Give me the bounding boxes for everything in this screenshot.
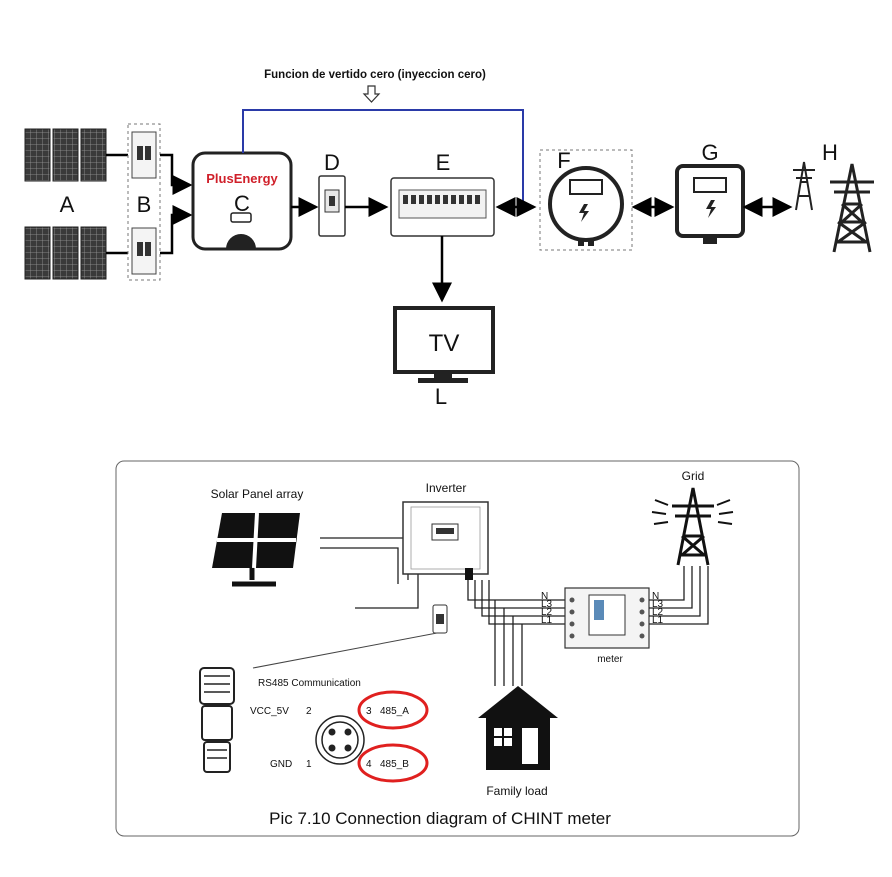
tv-device [393,306,495,383]
line-right-n: N [652,591,659,602]
line-left-l1: L1 [541,615,553,626]
line-right-l2: L2 [652,607,664,618]
pin-vcc-label: VCC_5V [250,706,289,717]
line-left-l2: L2 [541,607,553,618]
inverter-label: Inverter [426,481,467,495]
inverter-device [191,151,293,251]
distribution-board [390,177,495,237]
line-right-l1: L1 [652,615,664,626]
meter-label: meter [597,654,623,665]
line-left-n: N [541,591,548,602]
line-right-l3: L3 [652,599,664,610]
solar-panel-bottom [24,226,107,280]
chint-meter-icon [564,587,650,649]
label-c: C [234,191,250,216]
label-b: B [137,192,152,217]
rs485-label: RS485 Communication [258,678,361,689]
zero-export-line [242,109,524,207]
pin-3-label: 3 [366,706,372,717]
ac-breaker [318,175,346,237]
family-load-label: Family load [486,784,547,798]
rs485-port-icon [432,604,448,634]
pin-gnd-label: GND [270,759,292,770]
house-icon [478,686,558,770]
dc-breaker-box [127,123,161,281]
utility-meter [675,164,745,244]
label-a: A [60,192,75,217]
grid-tower-small [793,161,815,211]
down-arrow-icon [362,85,381,103]
pin-2-label: 2 [306,706,312,717]
pin-485a-label: 485_A [380,706,409,717]
highlight-485a [357,690,429,730]
inverter-icon [402,501,489,580]
solar-label: Solar Panel array [211,487,304,501]
grid-label: Grid [682,469,705,483]
tv-label: TV [429,330,460,357]
label-g: G [701,140,718,165]
grid-tower-icon [651,487,734,566]
zero-export-label: Funcion de vertido cero (inyeccion cero) [264,69,486,81]
line-left-l3: L3 [541,599,553,610]
smart-meter [539,149,633,251]
solar-panel-top [24,128,107,182]
solar-panel-icon [212,512,300,587]
label-h: H [822,140,838,165]
label-l: L [435,384,447,409]
pin-1-label: 1 [306,759,312,770]
pin-layout-icon [315,715,365,765]
highlight-485b [357,743,429,783]
label-f: F [557,148,570,173]
inverter-brand: PlusEnergy [206,171,278,186]
caption: Pic 7.10 Connection diagram of CHINT met… [269,809,611,828]
grid-tower-large [830,163,874,253]
pin-485b-label: 485_B [380,759,409,770]
label-e: E [436,150,451,175]
pin-4-label: 4 [366,759,372,770]
label-d: D [324,150,340,175]
rs485-connector-icon [199,667,235,773]
